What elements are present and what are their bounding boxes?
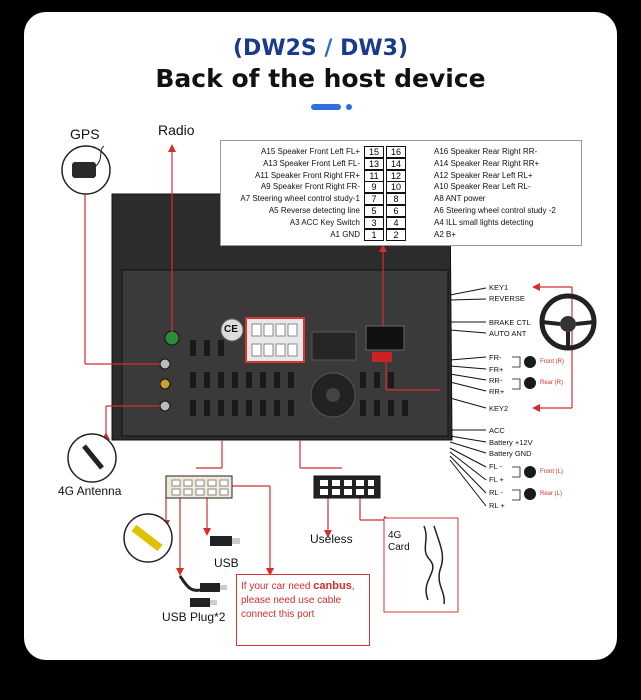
gps-label: GPS: [70, 126, 100, 142]
card-4g-label-1: 4G: [388, 530, 402, 541]
harness-wire-label: RR+: [489, 387, 505, 396]
pin-number-right: 2: [386, 228, 406, 241]
antenna-4g-label: 4G Antenna: [58, 484, 122, 498]
page-title: Back of the host device: [155, 64, 486, 93]
canbus-line1: If your car need canbus,: [241, 580, 355, 592]
title-underline-dot: [346, 104, 352, 110]
harness-wire-label: KEY2: [489, 404, 509, 413]
pin-number-left: 15: [364, 146, 384, 158]
harness-wire-label: FR+: [489, 365, 504, 374]
pin-label-right: A14 Speaker Rear Right RR+: [434, 158, 540, 168]
card-4g-label-2: Card: [388, 542, 410, 553]
canbus-line3: connect this port: [241, 609, 315, 620]
harness-wire-label: FL -: [489, 462, 503, 471]
pin-number-right: 12: [386, 169, 406, 182]
harness-wire-label: BRAKE CTL: [489, 318, 531, 327]
speaker-front-r: Front (R): [540, 359, 564, 365]
usb-label: USB: [214, 556, 239, 570]
speaker-front-l: Front (L): [540, 469, 564, 475]
canbus-note: [236, 574, 370, 646]
page-title-model: (DW2S / DW3): [233, 36, 408, 61]
pin-number-left: 11: [364, 169, 384, 182]
speaker-rear-r: Rear (R): [540, 380, 564, 386]
pin-label-left: A15 Speaker Front Left FL+: [261, 147, 360, 156]
pin-label-left: A13 Speaker Front Left FL-: [263, 158, 360, 168]
pin-label-right: A12 Speaker Rear Left RL+: [434, 170, 533, 180]
harness-wire-label: Battery +12V: [489, 438, 533, 447]
pin-label-right: A4 ILL small lights detecting: [434, 217, 534, 227]
harness-wire-label: FR-: [489, 353, 502, 362]
pin-number-left: 9: [364, 181, 384, 194]
pin-number-right: 14: [386, 157, 406, 170]
pin-number-left: 7: [364, 193, 384, 206]
usb-plug-label: USB Plug*2: [162, 610, 226, 624]
pin-label-right: A6 Steering wheel control study -2: [434, 206, 556, 215]
harness-wire-label: KEY1: [489, 283, 509, 292]
harness-wire-label: FL +: [489, 475, 504, 484]
pin-number-left: 5: [364, 205, 384, 217]
pin-number-left: 1: [364, 228, 384, 241]
harness-wire-label: REVERSE: [489, 294, 525, 303]
harness-wire-label: RL -: [489, 488, 503, 497]
canbus-line2: please need use cable: [241, 595, 342, 606]
pin-label-left: A11 Speaker Front Right FR+: [254, 170, 360, 180]
ce-mark: CE: [224, 324, 238, 335]
pin-label-left: A1 GND: [330, 229, 360, 239]
pin-label-left: A3 ACC Key Switch: [289, 217, 360, 227]
speaker-rear-l: Rear (L): [540, 491, 563, 497]
pin-label-right: A16 Speaker Rear Right RR-: [434, 147, 538, 156]
pin-label-right: A2 B+: [434, 229, 457, 239]
pin-number-right: 16: [386, 146, 406, 158]
pin-number-right: 10: [386, 181, 406, 194]
pin-number-left: 13: [364, 157, 384, 170]
pin-label-left: A5 Reverse detecting line: [268, 206, 360, 215]
pin-label-right: A10 Speaker Rear Left RL-: [434, 182, 531, 192]
pin-number-left: 3: [364, 216, 384, 229]
title-underline: [311, 104, 341, 110]
harness-wire-label: Battery GND: [489, 449, 532, 458]
pin-label-left: A7 Steering wheel control study-1: [240, 194, 360, 204]
harness-wire-label: ACC: [489, 426, 505, 435]
pin-label-left: A9 Speaker Front Right FR-: [260, 182, 360, 192]
harness-wire-label: AUTO ANT: [489, 329, 527, 338]
pin-number-right: 4: [386, 216, 406, 229]
harness-wire-label: RR-: [489, 376, 503, 385]
radio-label: Radio: [158, 122, 195, 138]
pin-number-right: 6: [386, 205, 406, 217]
useless-label: Useless: [310, 532, 353, 546]
pin-number-right: 8: [386, 193, 406, 206]
pin-label-right: A8 ANT power: [434, 194, 486, 204]
harness-wire-label: RL +: [489, 501, 505, 510]
